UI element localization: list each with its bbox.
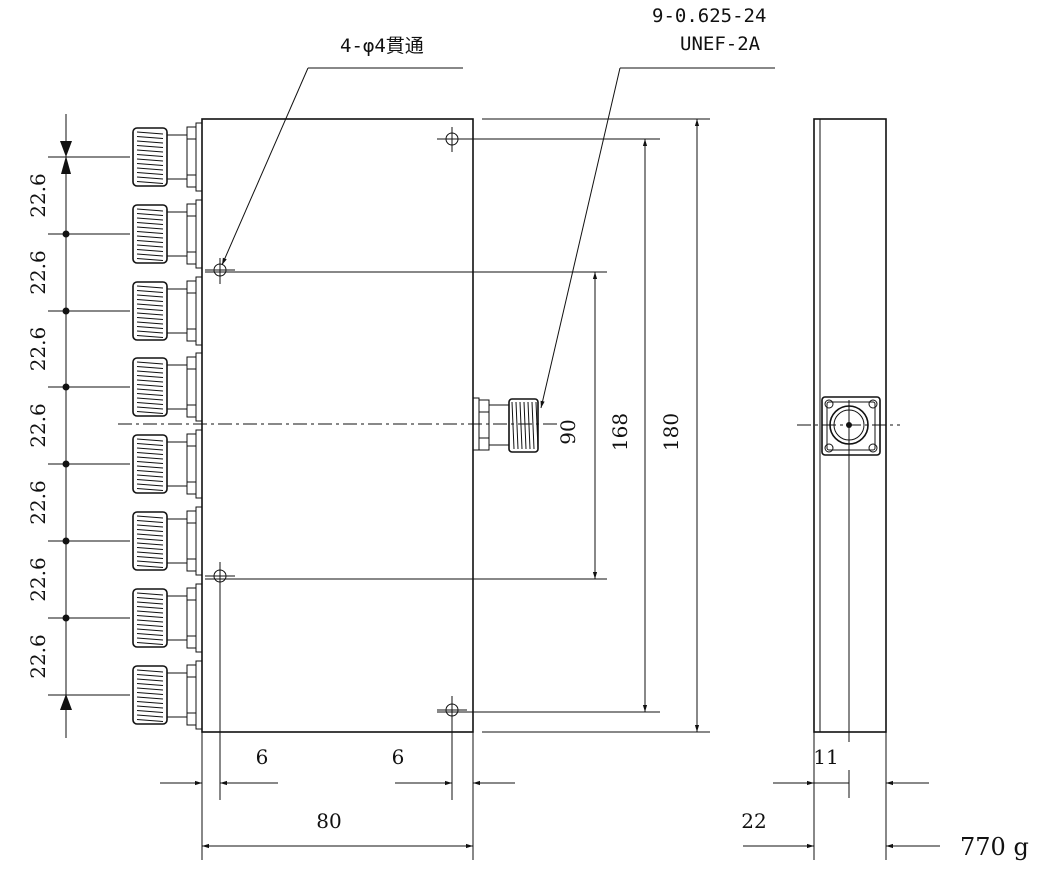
- pitch-dimension-label: 22.6: [26, 557, 50, 602]
- mounting-holes: [205, 127, 467, 800]
- dimension-node: [62, 230, 70, 238]
- weight-label: 770 g: [960, 833, 1029, 861]
- output-connector: [132, 429, 203, 499]
- pitch-dimension-label: 22.6: [26, 173, 50, 218]
- dimension-node: [62, 460, 70, 468]
- dim-half-height: 90: [556, 419, 580, 444]
- dim-hole-spacing: 168: [608, 413, 632, 451]
- front-view: 22.6 22.6 22.6 22.6 22.6 22.6 22.6 90 168 180: [26, 5, 775, 860]
- side-connector-flange: [821, 396, 881, 456]
- dim-offset-left: 6: [256, 745, 269, 769]
- hole-note: 4-φ4貫通: [340, 35, 424, 57]
- vertical-dimensions: 90 168 180: [205, 118, 710, 733]
- dim-depth: 22: [741, 809, 766, 833]
- pitch-dimension-label: 22.6: [26, 480, 50, 525]
- thread-note-line2: UNEF-2A: [680, 33, 761, 55]
- horizontal-dimensions: 6 6 80: [160, 732, 515, 860]
- dimension-node: [62, 307, 70, 315]
- output-connector: [132, 122, 203, 192]
- output-connector: [132, 352, 203, 422]
- output-connector: [132, 506, 203, 576]
- pitch-dimension-label: 22.6: [26, 403, 50, 448]
- pitch-dimension-label: 22.6: [26, 634, 50, 679]
- housing-outline: [201, 118, 474, 733]
- dim-height: 180: [659, 413, 683, 451]
- pitch-dimension-label: 22.6: [26, 250, 50, 295]
- output-connector: [132, 583, 203, 653]
- side-view: 11 22: [741, 118, 940, 860]
- output-connector: [132, 660, 203, 730]
- input-connector: [472, 397, 539, 453]
- pitch-dimension-column: 22.6 22.6 22.6 22.6 22.6 22.6 22.6: [26, 114, 130, 738]
- dimension-node: [62, 614, 70, 622]
- dimension-node: [62, 537, 70, 545]
- side-dimensions: 11 22: [741, 732, 940, 860]
- pitch-dimension-label: 22.6: [26, 327, 50, 372]
- dim-offset-right: 6: [392, 745, 405, 769]
- output-connector: [132, 276, 203, 346]
- annotations: 4-φ4貫通 9-0.625-24 UNEF-2A: [221, 5, 775, 409]
- dimension-node: [62, 383, 70, 391]
- output-connectors: [132, 122, 203, 730]
- dim-width: 80: [316, 809, 341, 833]
- dim-side-offset: 11: [813, 745, 838, 769]
- thread-note-line1: 9-0.625-24: [652, 5, 766, 27]
- output-connector: [132, 199, 203, 269]
